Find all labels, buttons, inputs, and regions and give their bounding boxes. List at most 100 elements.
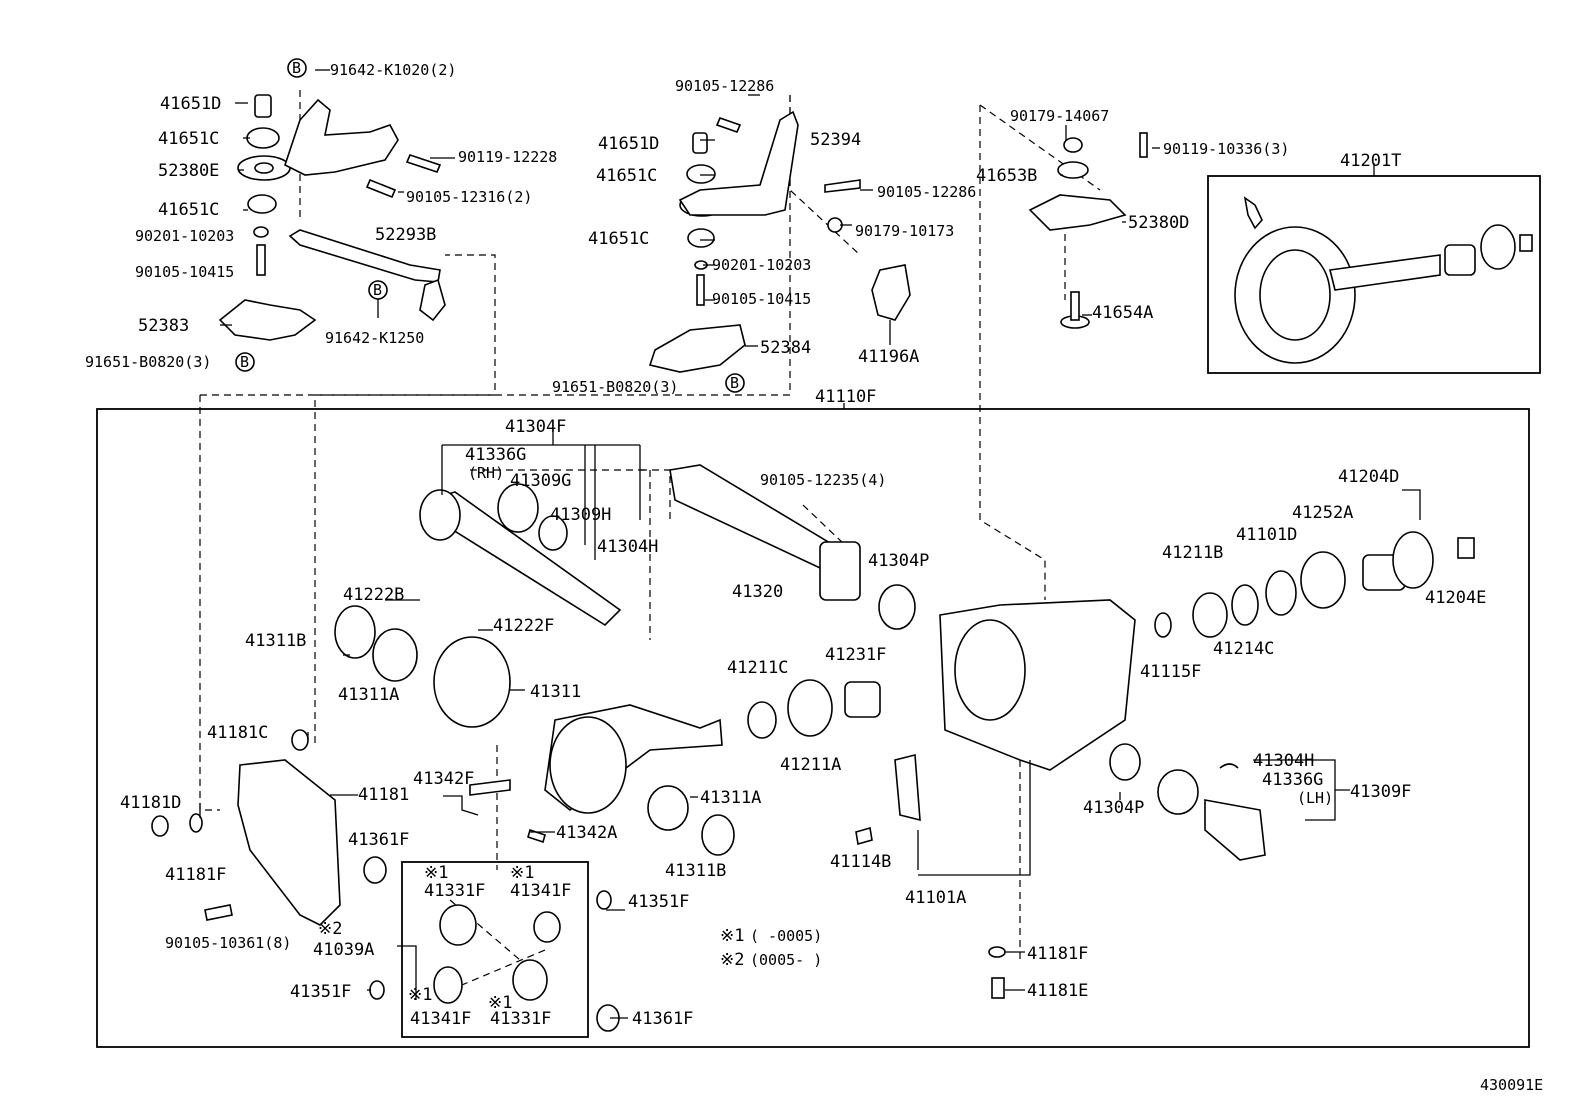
callout-label: 41309G [510, 471, 571, 491]
callout-label: 41201T [1340, 151, 1401, 171]
callout-label: 90105-12316(2) [406, 188, 532, 206]
callout-label: 41304H [1253, 751, 1314, 771]
callout-label: 41039A [313, 940, 374, 960]
callout-label: 41181F [165, 865, 226, 885]
callout-label: 41101A [905, 888, 966, 908]
callout-label: 41311 [530, 682, 581, 702]
callout-label: 41341F [510, 881, 571, 901]
callout-label: 41336G [1262, 770, 1323, 790]
callout-label: 41181D [120, 793, 181, 813]
callout-label: 41651D [160, 94, 221, 114]
b-markers: B B B B [235, 58, 745, 393]
callout-label: 90105-10415 [135, 263, 234, 281]
callout-label: 41211C [727, 658, 788, 678]
callout-label: 90105-12286 [877, 183, 976, 201]
callout-label: 41651C [588, 229, 649, 249]
callout-label: 41211B [1162, 543, 1223, 563]
callout-label: ※1 [424, 863, 448, 883]
callout-label: 41336G [465, 445, 526, 465]
callout-label: 41222F [493, 616, 554, 636]
note-2-text: (0005- ) [750, 951, 822, 969]
callout-label: 41342F [413, 769, 474, 789]
callout-label: 90105-12286 [675, 77, 774, 95]
callout-label: 52380D [1128, 213, 1189, 233]
callout-label: 41311B [245, 631, 306, 651]
callout-label: ※1 [408, 985, 432, 1005]
callout-label: 41309F [1350, 782, 1411, 802]
callout-label: 41351F [290, 982, 351, 1002]
callout-label: 41181F [1027, 944, 1088, 964]
callout-label: ※1 [510, 863, 534, 883]
callout-label: 41361F [632, 1009, 693, 1029]
callout-label: 41101D [1236, 525, 1297, 545]
callout-label: 41651C [596, 166, 657, 186]
callout-label: 41196A [858, 347, 919, 367]
callout-label: 41181E [1027, 981, 1088, 1001]
callout-label: 41651C [158, 129, 219, 149]
callout-label: 91651-B0820(3) [85, 353, 211, 371]
callout-label: 52293B [375, 225, 436, 245]
callout-label: 41304P [868, 551, 929, 571]
callout-label: 41211A [780, 755, 841, 775]
b-marker-3: B [240, 353, 249, 371]
assembly-frame [96, 408, 1530, 1048]
callout-label: 90201-10203 [712, 256, 811, 274]
callout-label: 90179-14067 [1010, 107, 1109, 125]
footnotes: ※1 ( -0005) ※2 (0005- ) [720, 926, 822, 970]
callout-label: 41204D [1338, 467, 1399, 487]
note-2-mark: ※2 [720, 950, 744, 970]
dashed-guides [199, 90, 1101, 991]
callout-label: 41252A [1292, 503, 1353, 523]
callout-label: 90119-12228 [458, 148, 557, 166]
callout-label: 91651-B0820(3) [552, 378, 678, 396]
callout-label: 91642-K1020(2) [330, 61, 456, 79]
b-marker-4: B [730, 374, 739, 392]
callout-label: 52384 [760, 338, 811, 358]
note-1-text: ( -0005) [750, 927, 822, 945]
callout-label: 41309H [550, 505, 611, 525]
callout-label: 41311A [338, 685, 399, 705]
callout-label: 41331F [424, 881, 485, 901]
callout-label: 41222B [343, 585, 404, 605]
callout-label: 41311A [700, 788, 761, 808]
callout-label: ※2 [318, 919, 342, 939]
callout-label: 41361F [348, 830, 409, 850]
callout-label: 90105-10361(8) [165, 934, 291, 952]
leader-lines [199, 69, 1421, 1019]
callout-label: ※1 [488, 993, 512, 1013]
callout-label: 41304P [1083, 798, 1144, 818]
callout-label: 90179-10173 [855, 222, 954, 240]
callout-label: 90105-10415 [712, 290, 811, 308]
pinion-inset-box [401, 861, 589, 1038]
callout-label: 91642-K1250 [325, 329, 424, 347]
callout-label: 90119-10336(3) [1163, 140, 1289, 158]
callout-label: 41651C [158, 200, 219, 220]
callout-label: 52394 [810, 130, 861, 150]
callout-label: 52383 [138, 316, 189, 336]
assembly-label: 41110F [815, 387, 876, 407]
callout-label: 90201-10203 [135, 227, 234, 245]
callout-label: 41311B [665, 861, 726, 881]
b-marker-1: B [292, 59, 301, 77]
callout-label: 41342A [556, 823, 617, 843]
callout-label: 41331F [490, 1009, 551, 1029]
callout-label: 41115F [1140, 662, 1201, 682]
callout-label: (LH) [1297, 789, 1333, 807]
callout-label: 41204E [1425, 588, 1486, 608]
callout-label: (RH) [468, 464, 504, 482]
callout-label: 90105-12235(4) [760, 471, 886, 489]
callout-label: 41231F [825, 645, 886, 665]
callout-label: 41304F [505, 417, 566, 437]
callout-label: 41181 [358, 785, 409, 805]
callout-label: 41320 [732, 582, 783, 602]
b-marker-2: B [373, 281, 382, 299]
callout-label: 52380E [158, 161, 219, 181]
callout-label: 41654A [1092, 303, 1153, 323]
callout-label: 41114B [830, 852, 891, 872]
callout-labels: 91642-K1020(2) 41651D 41651C 52380E 4165… [85, 61, 1486, 1029]
callout-label: 41651D [598, 134, 659, 154]
figure-id: 430091E [1480, 1076, 1543, 1094]
part-drawings [151, 94, 1533, 1032]
callout-label: 41341F [410, 1009, 471, 1029]
